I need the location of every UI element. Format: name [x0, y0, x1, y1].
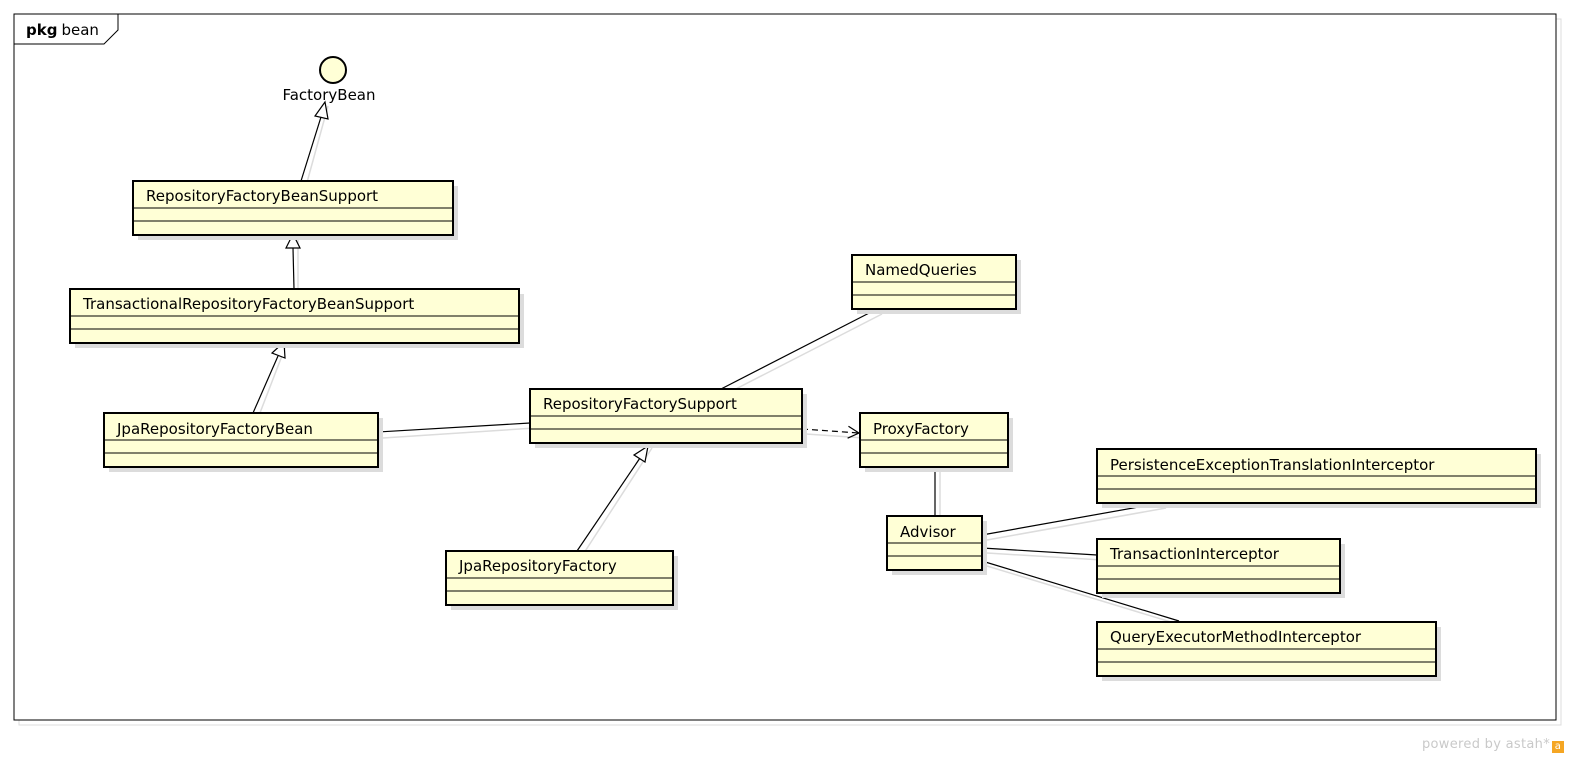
powered-by-footer: powered by astah*a [1422, 737, 1564, 753]
class-jparepositoryfactory[interactable]: JpaRepositoryFactory [445, 550, 678, 610]
class-name: TransactionInterceptor [1109, 545, 1280, 563]
class-name: RepositoryFactoryBeanSupport [146, 187, 378, 205]
class-persistenceexceptiontranslationinterceptor[interactable]: PersistenceExceptionTranslationIntercept… [1096, 448, 1541, 508]
connector-shadows [257, 105, 1185, 627]
package-name: bean [61, 21, 98, 39]
interface-lollipop-icon [319, 56, 347, 84]
class-advisor[interactable]: Advisor [886, 515, 987, 575]
class-name: ProxyFactory [873, 420, 969, 438]
class-name: Advisor [900, 523, 957, 541]
class-queryexecutormethodinterceptor[interactable]: QueryExecutorMethodInterceptor [1096, 621, 1441, 681]
class-name: JpaRepositoryFactory [458, 557, 617, 575]
class-name: NamedQueries [865, 261, 977, 279]
interface-name: FactoryBean [282, 86, 375, 104]
class-name: TransactionalRepositoryFactoryBeanSuppor… [82, 295, 414, 313]
class-name: QueryExecutorMethodInterceptor [1110, 628, 1362, 646]
class-name: RepositoryFactorySupport [543, 395, 737, 413]
class-name: PersistenceExceptionTranslationIntercept… [1110, 456, 1435, 474]
class-proxyfactory[interactable]: ProxyFactory [859, 412, 1013, 472]
class-transactionalrepositoryfactorybeansupport[interactable]: TransactionalRepositoryFactoryBeanSuppor… [69, 288, 524, 348]
class-transactioninterceptor[interactable]: TransactionInterceptor [1096, 538, 1345, 598]
astah-logo-icon: a [1552, 741, 1564, 753]
package-keyword: pkg [26, 21, 57, 39]
class-name: JpaRepositoryFactoryBean [116, 420, 313, 438]
interface-factorybean[interactable]: FactoryBean [282, 56, 376, 104]
class-namedqueries[interactable]: NamedQueries [851, 254, 1021, 314]
associations [377, 308, 1180, 622]
class-repositoryfactorysupport[interactable]: RepositoryFactorySupport [529, 388, 807, 448]
footer-text: powered by astah* [1422, 737, 1550, 752]
class-repositoryfactorybeansupport[interactable]: RepositoryFactoryBeanSupport [132, 180, 458, 240]
class-jparepositoryfactorybean[interactable]: JpaRepositoryFactoryBean [103, 412, 383, 472]
